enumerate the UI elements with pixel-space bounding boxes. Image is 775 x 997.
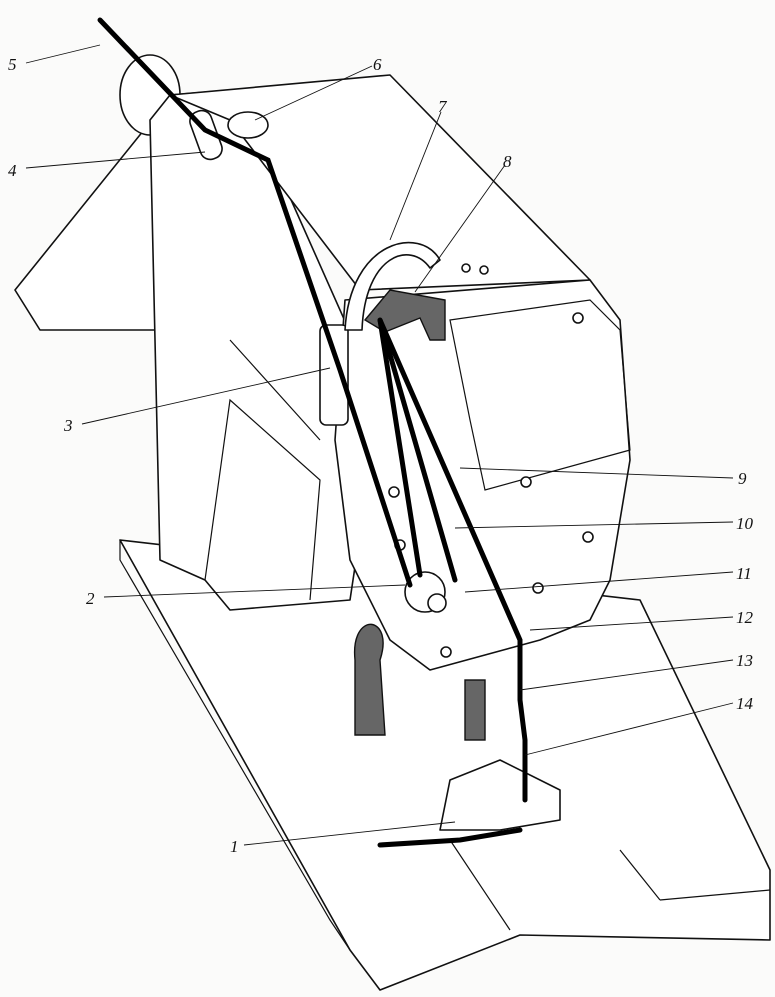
label-8: 8	[503, 152, 512, 171]
label-10: 10	[736, 514, 754, 533]
label-14: 14	[736, 694, 754, 713]
thread-guide-3	[319, 324, 349, 426]
label-12: 12	[736, 608, 754, 627]
machine-head	[334, 279, 631, 671]
tension-knob	[427, 593, 447, 613]
needle-bar	[464, 679, 486, 741]
presser-lever	[354, 623, 386, 736]
label-9: 9	[738, 469, 747, 488]
thread-path	[97, 17, 528, 848]
presser-foot	[439, 759, 561, 831]
label-1: 1	[230, 837, 239, 856]
thread-upper	[377, 317, 458, 583]
label-3: 3	[63, 416, 73, 435]
label-6: 6	[373, 55, 382, 74]
rear-housing	[14, 109, 161, 331]
label-7: 7	[438, 97, 448, 116]
machine-arm	[169, 74, 591, 291]
pillar-recess	[204, 339, 321, 601]
tension-disc-6	[227, 111, 269, 139]
base-plate-edge	[119, 540, 771, 951]
label-2: 2	[86, 589, 95, 608]
label-4: 4	[8, 161, 17, 180]
label-13: 13	[736, 651, 753, 670]
head-face-panel	[449, 299, 631, 491]
label-11: 11	[736, 564, 752, 583]
guide-7	[344, 241, 441, 331]
label-5: 5	[8, 55, 17, 74]
base-plate	[119, 539, 771, 991]
leader-lines	[25, 44, 734, 846]
